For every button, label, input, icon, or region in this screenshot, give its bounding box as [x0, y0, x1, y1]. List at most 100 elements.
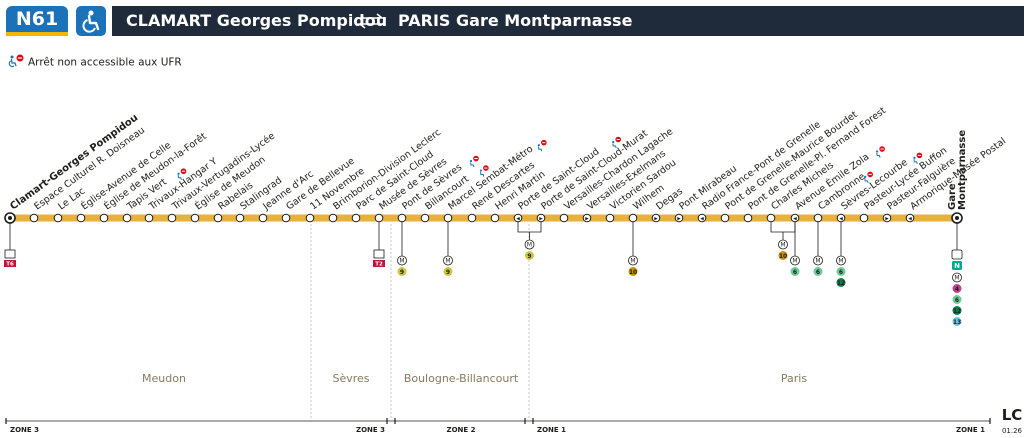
- metro-icon: [628, 255, 638, 266]
- metro-icon-label: M: [954, 275, 959, 282]
- wheelchair-no-entry-icon: [537, 139, 547, 152]
- title-origin: CLAMART Georges Pompidou: [126, 11, 388, 30]
- route-line: [10, 214, 957, 222]
- wheelchair-no-entry-icon: [479, 165, 489, 177]
- connection-group: M6: [813, 222, 823, 276]
- zone-label: ZONE 3: [356, 426, 385, 434]
- accessibility-note: Arrêt non accessible aux UFR: [8, 54, 182, 71]
- metro-line-label: 6: [793, 269, 797, 276]
- metro-line-badge: [836, 278, 846, 287]
- two-way-arrows-icon: [356, 12, 386, 34]
- metro-line-label: 6: [816, 269, 820, 276]
- direction-arrow-icon: ◂: [516, 215, 520, 223]
- line-number: N61: [15, 8, 59, 30]
- wheelchair-no-entry-icon: [8, 54, 26, 71]
- metro-icon: [397, 255, 407, 266]
- connection-connector: [517, 222, 542, 240]
- metro-line-badge: [813, 267, 823, 276]
- stop-marker: [53, 213, 63, 223]
- metro-icon-label: M: [815, 258, 820, 265]
- metro-icon: [790, 255, 800, 266]
- accessibility-note-text: Arrêt non accessible aux UFR: [28, 56, 182, 69]
- metro-line-badge: [525, 251, 534, 260]
- stop-marker: [374, 213, 384, 223]
- edition-date: 01.26: [1002, 427, 1023, 435]
- metro-icon-label: M: [527, 242, 532, 249]
- direction-arrow-icon: ◂: [908, 215, 912, 223]
- tram-icon: [373, 249, 385, 259]
- area-label: Boulogne-Billancourt: [404, 372, 519, 385]
- stop-marker: [467, 213, 477, 223]
- direction-arrow-icon: ▸: [585, 215, 589, 223]
- stop-marker: [167, 213, 177, 223]
- tram-line-label: T6: [6, 262, 14, 268]
- metro-line-label: 12: [837, 280, 845, 287]
- stop-marker: [628, 213, 638, 223]
- area-label: Paris: [781, 372, 807, 385]
- train-icon: [951, 249, 963, 260]
- stop-marker: [190, 213, 200, 223]
- zone-label: ZONE 2: [447, 426, 476, 434]
- stop-marker: [258, 213, 268, 223]
- stop-marker: [490, 213, 500, 223]
- stop-marker: ▸: [651, 213, 661, 223]
- stop-marker: [813, 213, 823, 223]
- connection-group: M10: [628, 222, 638, 276]
- transilien-badge: [952, 261, 962, 270]
- metro-icon-label: M: [445, 258, 450, 265]
- direction-arrow-icon: ▸: [885, 215, 889, 223]
- metro-line-label: 9: [400, 269, 404, 276]
- stop-marker: [328, 213, 338, 223]
- metro-icon: [778, 239, 788, 250]
- metro-line-label: 12: [953, 308, 961, 315]
- stop-marker: [420, 213, 430, 223]
- metro-icon: [443, 255, 453, 266]
- metro-line-label: 6: [955, 297, 959, 304]
- area-label: Meudon: [142, 372, 186, 385]
- stop-marker: [559, 213, 569, 223]
- stop-marker: [351, 213, 361, 223]
- connection-connector: [770, 222, 796, 240]
- direction-arrow-icon: ▸: [677, 215, 681, 223]
- stop-marker: ◂: [513, 213, 523, 223]
- wheelchair-no-entry-icon: [876, 146, 885, 158]
- metro-line-badge: [443, 267, 453, 276]
- metro-icon: [952, 272, 962, 283]
- zone-label: ZONE 3: [10, 426, 39, 434]
- metro-line-badge: [628, 267, 638, 276]
- connection-group: M9: [397, 222, 407, 276]
- stop-marker: [29, 213, 39, 223]
- stop-marker: [235, 213, 245, 223]
- metro-line-badge: [790, 267, 800, 276]
- area-label: Sèvres: [332, 372, 369, 385]
- stop-marker: ▸: [674, 213, 684, 223]
- metro-line-badge: [952, 317, 962, 326]
- metro-icon-label: M: [792, 258, 797, 265]
- stop-marker: [743, 213, 753, 223]
- stop-marker: [144, 213, 154, 223]
- wheelchair-icon: [76, 6, 106, 36]
- stop-marker: [281, 213, 291, 223]
- stop-marker: [720, 213, 730, 223]
- stop-marker: ▸: [882, 213, 892, 223]
- connection-group: M6: [790, 222, 800, 276]
- tram-line-badge: [373, 260, 385, 267]
- stop-marker: [397, 213, 407, 223]
- metro-icon: [524, 239, 535, 250]
- stop-label: Montparnasse: [957, 130, 968, 210]
- line-badge: N61: [6, 6, 68, 36]
- metro-line-badge: [952, 306, 962, 315]
- title-bar: CLAMART Georges Pompidou PARIS Gare Mont…: [112, 6, 1024, 36]
- terminal-stop-marker: [951, 212, 963, 224]
- metro-line-badge: [778, 251, 788, 260]
- stop-marker: ◂: [697, 213, 707, 223]
- title-destination: PARIS Gare Montparnasse: [398, 11, 633, 30]
- metro-line-badge: [952, 284, 962, 293]
- stop-marker: ◂: [836, 213, 846, 223]
- header: N61 CLAMART Georges Pompidou PARIS Gare …: [6, 6, 1024, 36]
- metro-line-label: 6: [839, 269, 843, 276]
- wheelchair-no-entry-icon: [913, 152, 923, 165]
- metro-line-label: 9: [527, 253, 531, 260]
- stop-marker: [213, 213, 223, 223]
